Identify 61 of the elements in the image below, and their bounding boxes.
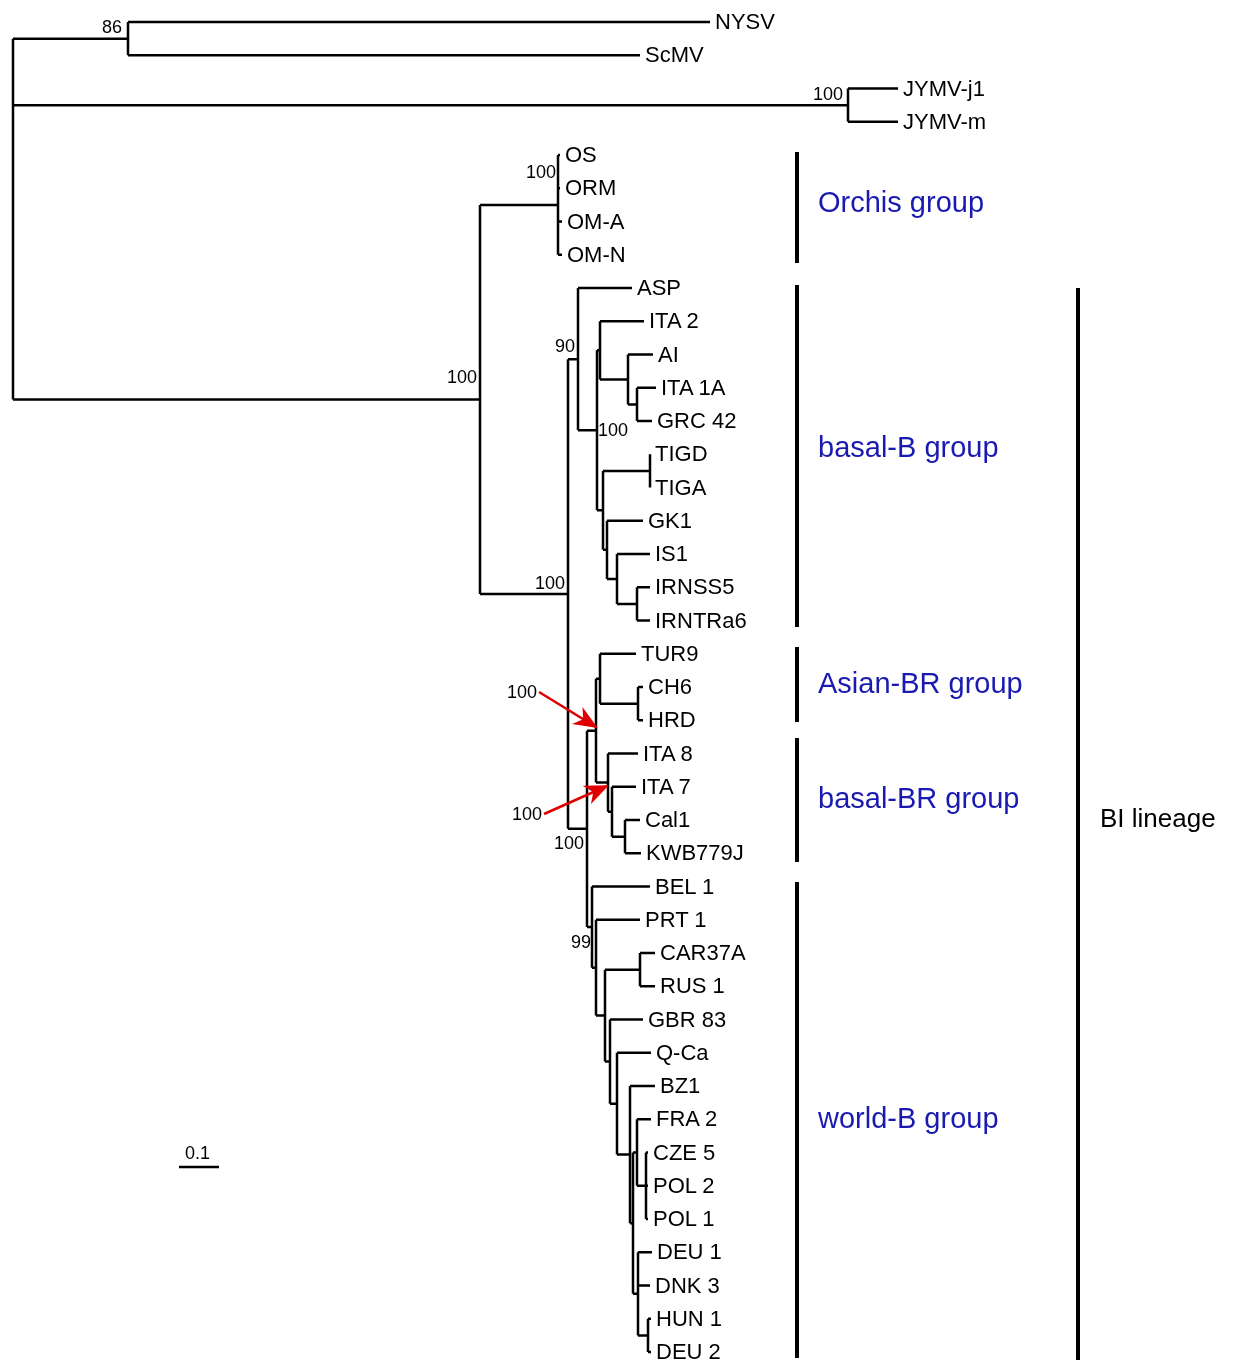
group-label: basal-BR group: [818, 783, 1020, 813]
group-label: Asian-BR group: [818, 668, 1023, 698]
taxon-label: CAR37A: [660, 942, 746, 964]
taxon-label: GRC 42: [657, 410, 737, 432]
taxon-label: PRT 1: [645, 908, 707, 931]
taxon-label: RUS 1: [660, 975, 725, 998]
taxon-label: NYSV: [715, 11, 775, 33]
group-label: Orchis group: [818, 187, 984, 217]
taxon-label: POL 2: [653, 1174, 715, 1197]
lineage-label: BI lineage: [1100, 805, 1216, 831]
taxon-label: ITA 2: [649, 310, 699, 333]
taxon-label: JYMV-j1: [903, 77, 985, 100]
taxon-label: CH6: [648, 676, 692, 698]
taxon-label: KWB779J: [646, 842, 744, 865]
taxon-label: OM-N: [567, 243, 626, 266]
taxon-label: IRNTRa6: [655, 609, 747, 632]
bootstrap-value: 100: [512, 805, 543, 823]
taxon-label: TUR9: [641, 642, 699, 665]
taxon-label: ORM: [565, 177, 617, 200]
taxon-label: HRD: [648, 709, 696, 732]
leader-arrow: [543, 784, 609, 816]
taxon-label: JYMV-m: [903, 110, 987, 133]
bootstrap-value: 99: [570, 933, 591, 951]
group-label: world-B group: [818, 1103, 999, 1133]
taxon-label: Cal1: [645, 809, 691, 831]
taxon-label: ITA 1A: [661, 376, 726, 399]
group-label: basal-B group: [818, 432, 999, 462]
bootstrap-value: 86: [101, 18, 122, 36]
taxon-label: GK1: [648, 509, 693, 532]
taxon-label: BZ1: [660, 1075, 701, 1097]
bootstrap-value: 100: [507, 683, 538, 701]
taxon-label: AI: [658, 343, 679, 366]
taxon-label: ASP: [637, 277, 682, 299]
taxon-label: DEU 2: [656, 1341, 721, 1362]
taxon-label: BEL 1: [655, 875, 715, 898]
taxon-label: HUN 1: [656, 1307, 722, 1330]
taxon-label: IS1: [655, 543, 689, 565]
taxon-label: ITA 7: [641, 775, 691, 798]
taxon-label: DEU 1: [657, 1241, 722, 1264]
taxon-label: OM-A: [567, 210, 625, 233]
taxon-label: OS: [565, 144, 597, 166]
taxon-label: DNK 3: [655, 1274, 720, 1297]
taxon-label: IRNSS5: [655, 576, 735, 599]
bootstrap-value: 90: [554, 337, 575, 355]
taxon-label: GBR 83: [648, 1008, 727, 1031]
bootstrap-value: 100: [534, 574, 565, 592]
scale-label: 0.1: [185, 1144, 211, 1162]
taxon-label: POL 1: [653, 1208, 715, 1230]
taxon-label: TIGD: [655, 443, 708, 466]
taxon-label: ITA 8: [643, 742, 693, 765]
leader-arrow: [538, 690, 598, 729]
taxon-label: FRA 2: [656, 1108, 718, 1131]
taxon-label: Q-Ca: [656, 1041, 709, 1064]
bootstrap-value: 100: [812, 85, 843, 103]
bootstrap-value: 100: [525, 163, 556, 181]
bootstrap-value: 100: [598, 421, 629, 439]
taxon-label: TIGA: [655, 476, 707, 499]
bootstrap-value: 100: [446, 368, 477, 386]
taxon-label: CZE 5: [653, 1141, 716, 1164]
bootstrap-value: 100: [553, 834, 584, 852]
taxon-label: ScMV: [645, 44, 704, 67]
